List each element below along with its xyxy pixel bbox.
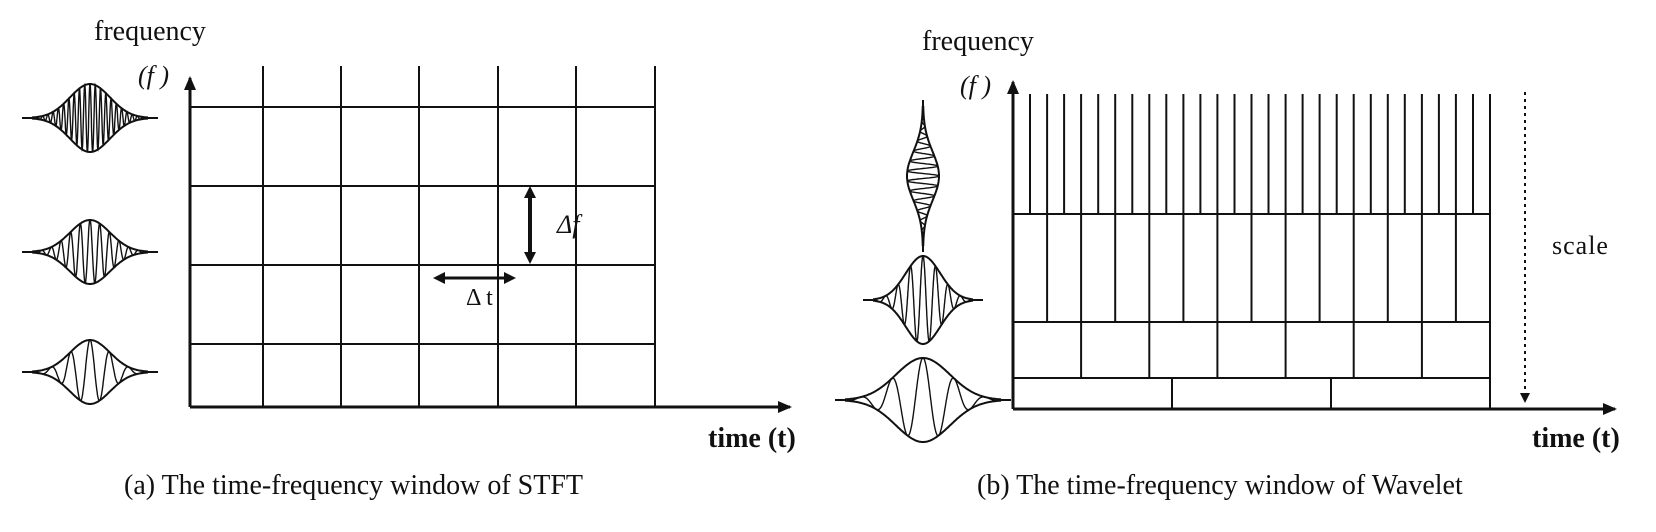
wavelet-y-axis-label: frequency xyxy=(922,26,1034,57)
wide-wavelet-icon xyxy=(835,357,1011,443)
stft-window-wavelets xyxy=(22,82,158,405)
wavelet-y-axis-symbol: (f ) xyxy=(960,71,991,100)
wavelet-x-axis-label: time (t) xyxy=(1532,423,1620,454)
delta-f-label: Δf xyxy=(556,210,583,239)
stft-grid xyxy=(190,66,656,407)
stft-y-axis-label: frequency xyxy=(94,16,206,47)
wavelet-caption: (b) The time-frequency window of Wavelet xyxy=(977,470,1463,501)
wavelet-tiling xyxy=(1013,94,1491,409)
delta-t-label: Δ t xyxy=(466,285,493,311)
mid-frequency-window-icon xyxy=(22,218,158,285)
low-frequency-window-icon xyxy=(22,339,158,405)
medium-wavelet-icon xyxy=(863,255,983,345)
wavelet-window-wavelets xyxy=(835,100,1011,443)
high-frequency-window-icon xyxy=(22,82,158,154)
stft-panel: frequency (f ) time (t) Δf Δ t (a) The t… xyxy=(22,16,796,501)
scale-label: scale xyxy=(1552,231,1609,260)
narrow-wavelet-icon xyxy=(906,100,940,252)
wavelet-panel: frequency (f ) time (t) scale (b) The ti… xyxy=(835,26,1620,501)
stft-caption: (a) The time-frequency window of STFT xyxy=(124,470,583,501)
stft-x-axis-label: time (t) xyxy=(708,423,796,454)
stft-y-axis-symbol: (f ) xyxy=(138,61,169,90)
